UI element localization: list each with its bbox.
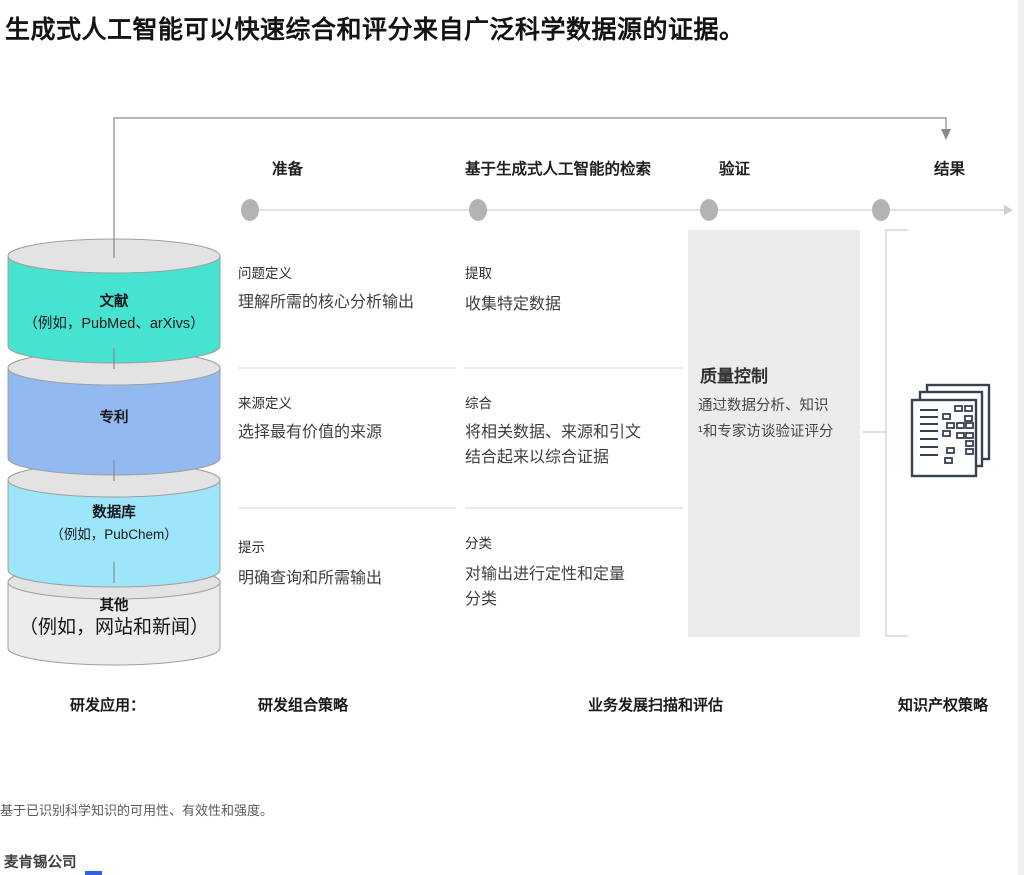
cylinder-patents-label: 专利 [99,410,129,426]
cylinder-database-caption: （例如，PubChem） [50,527,178,542]
step-classification-desc: 对输出进行定性和定量 分类 [465,566,626,608]
cylinder-literature-caption: （例如，PubMed、arXivs） [23,316,205,332]
cylinder-database-label: 数据库 [92,505,136,521]
step-prompt-desc: 明确查询和所需输出 [238,570,383,587]
phase-prepare: 准备 [272,161,304,178]
step-source-definition-desc: 选择最有价值的来源 [238,424,383,441]
step-problem-definition-title: 问题定义 [238,266,292,281]
step-problem-definition-desc: 理解所需的核心分析输出 [238,294,415,311]
application-rd-portfolio: 研发组合策略 [258,697,349,714]
step-synthesis-title: 综合 [465,396,492,411]
results-bracket [862,229,908,637]
quality-control-box: 质量控制 通过数据分析、知识 ¹和专家访谈验证评分 [688,230,860,637]
page-title: 生成式人工智能可以快速综合和评分来自广泛科学数据源的证据。 [5,16,745,44]
step-extraction-desc: 收集特定数据 [465,296,562,313]
footnote: 基于已识别科学知识的可用性、有效性和强度。 [0,803,274,818]
timeline-dot-prepare [241,199,259,221]
step-synthesis-desc: 将相关数据、来源和引文 结合起来以综合证据 [465,424,642,466]
timeline-dot-retrieval [469,199,487,221]
step-extraction-title: 提取 [465,266,492,281]
phase-genai-retrieval: 基于生成式人工智能的检索 [465,161,652,178]
timeline-dot-validation [700,199,718,221]
bottom-edge-fragment [85,871,102,875]
quality-control-description: 通过数据分析、知识 ¹和专家访谈验证评分 [698,398,834,440]
phase-validation: 验证 [719,161,751,178]
timeline-dot-results [872,199,890,221]
application-business-dev: 业务发展扫描和评估 [588,697,724,714]
top-connector-arrow [113,117,951,258]
application-ip-strategy: 知识产权策略 [898,697,989,714]
source-attribution: 麦肯锡公司 [4,855,77,871]
right-edge-band [1018,0,1024,875]
step-source-definition-title: 来源定义 [238,396,292,411]
quality-control-title: 质量控制 [700,367,768,386]
cylinder-other-caption: （例如，网站和新闻） [18,617,209,638]
cylinder-literature-label: 文献 [99,294,129,310]
step-dividers [238,367,683,509]
applications-row-label: 研发应用： [70,697,146,714]
cylinder-other-label: 其他 [99,598,129,614]
timeline [241,199,1013,221]
scored-document-icon [910,383,991,478]
step-prompt-title: 提示 [238,540,265,555]
step-classification-title: 分类 [465,536,492,551]
timeline-arrow-icon [1004,205,1013,215]
phase-results: 结果 [934,161,966,178]
